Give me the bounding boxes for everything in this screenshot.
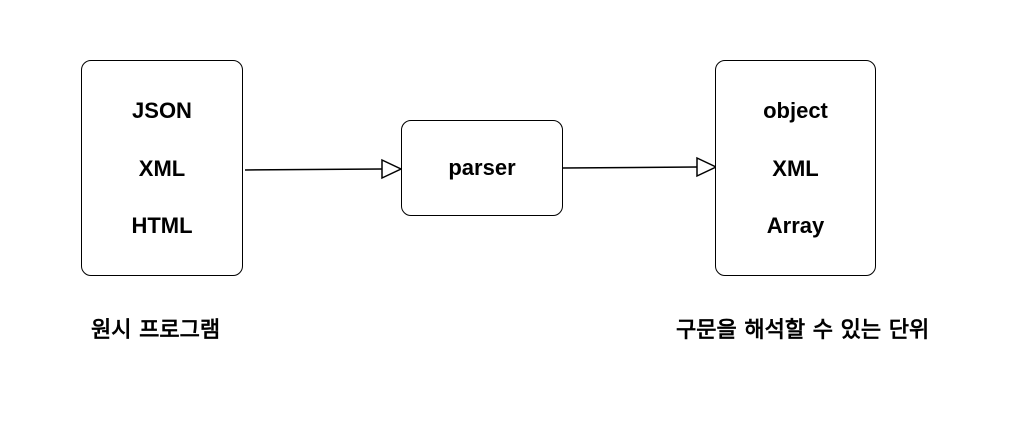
source-format-xml: XML [138,156,186,181]
arrow-parser-to-output [562,156,718,178]
source-format-html: HTML [131,213,193,238]
source-program-box: JSON XML HTML [81,60,243,276]
output-type-xml: XML [772,156,819,181]
parser-box: parser [401,120,563,216]
source-format-json: JSON [132,98,192,123]
parsed-output-caption: 구문을 해석할 수 있는 단위 [676,318,930,343]
output-type-object: object [763,98,828,123]
output-type-array: Array [766,213,825,238]
parsed-output-box: object XML Array [715,60,876,276]
source-program-caption: 원시 프로그램 [91,318,221,343]
arrow-source-to-parser [244,158,403,180]
parser-label: parser [448,155,516,180]
